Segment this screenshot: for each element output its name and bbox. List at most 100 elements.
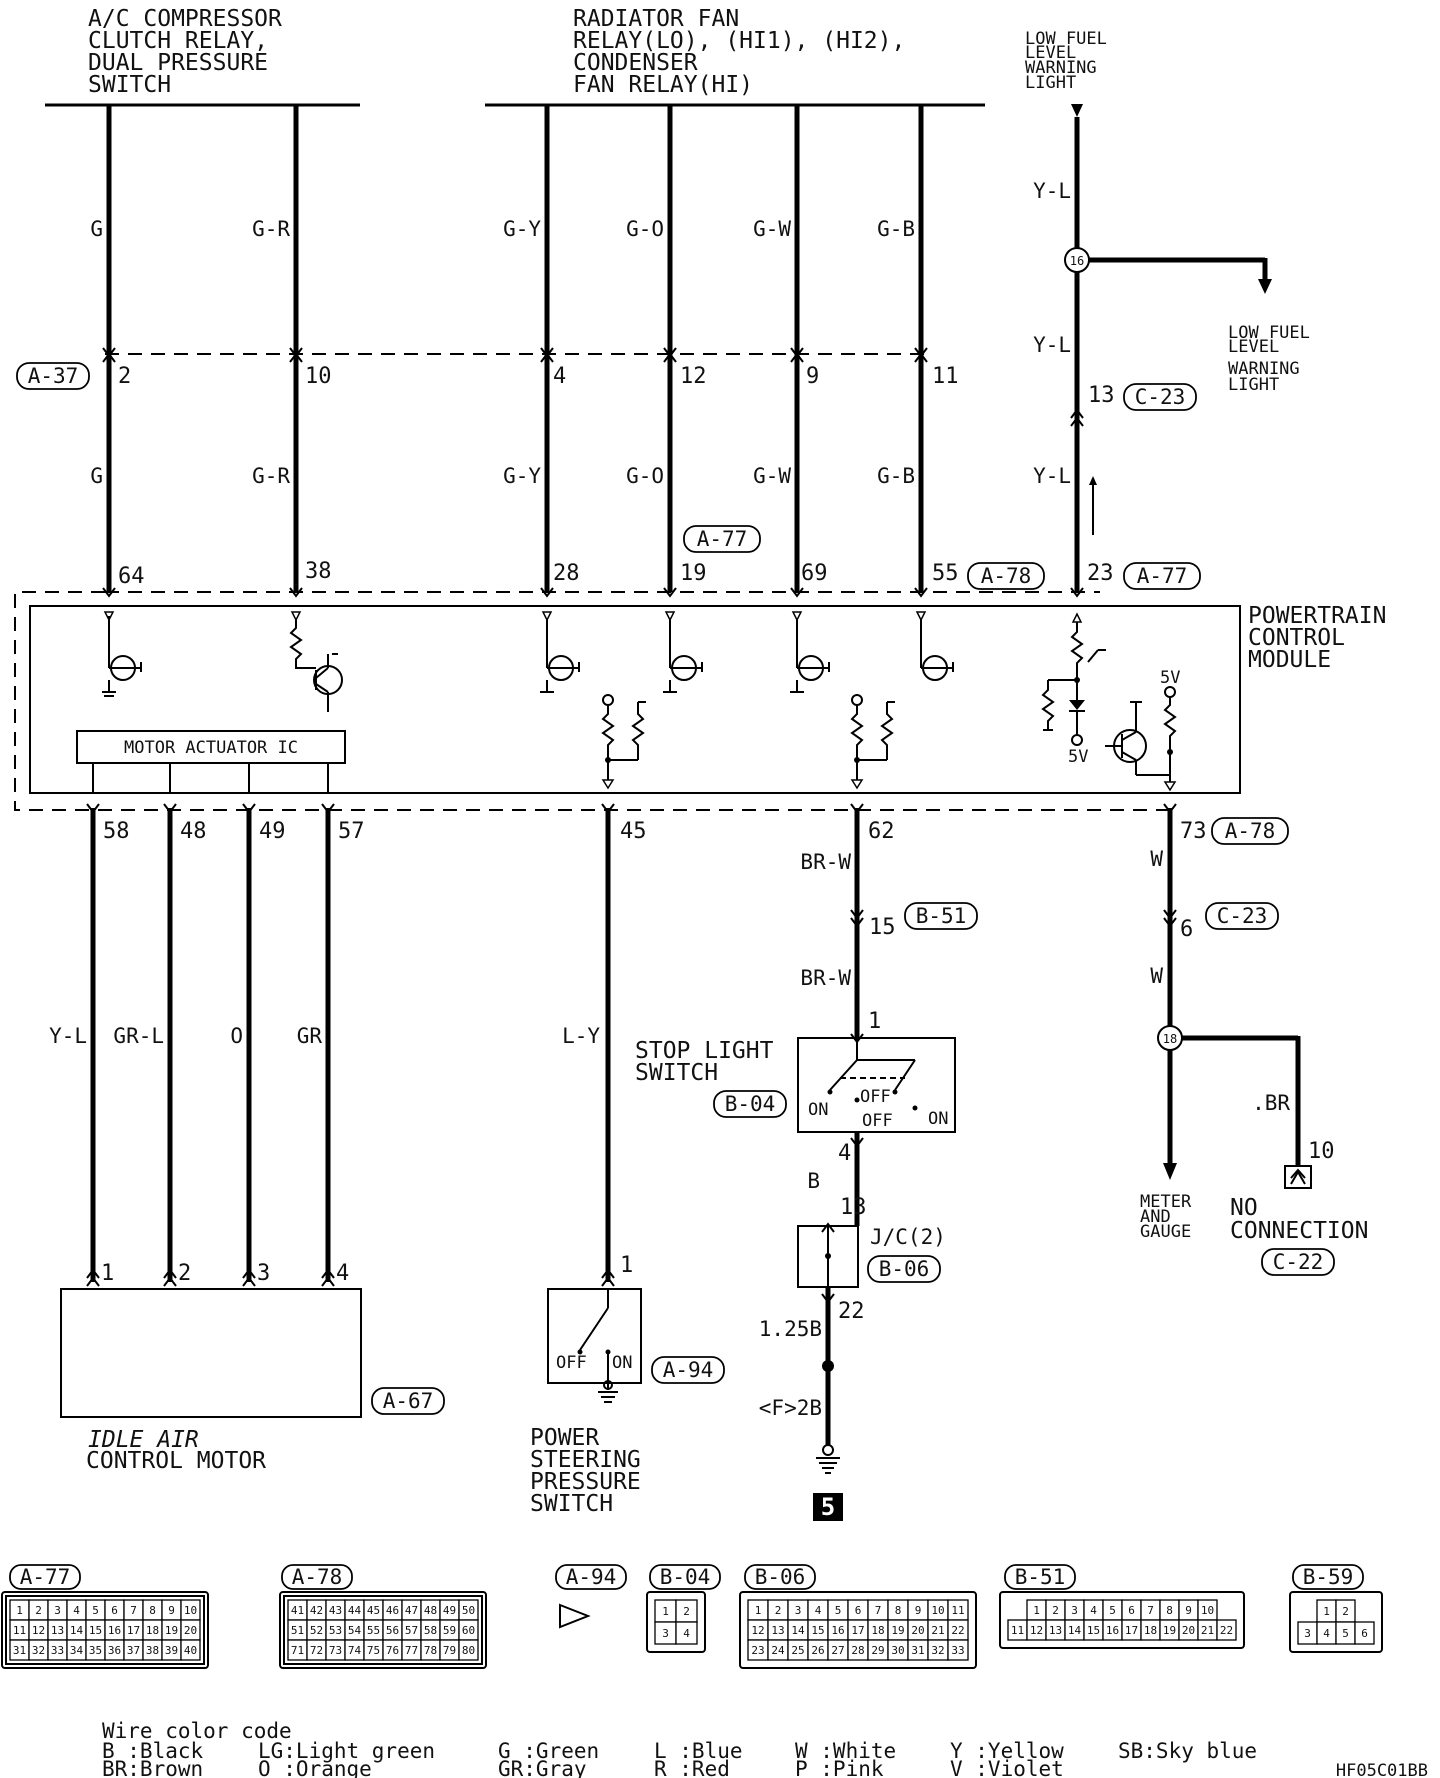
svg-text:C-23: C-23 (1217, 904, 1268, 928)
pin-cell-number: 76 (386, 1644, 399, 1657)
stop-light-switch-label: STOP LIGHT (635, 1038, 774, 1064)
svg-text:B-06: B-06 (879, 1257, 930, 1281)
wire-color-label: .BR (1252, 1091, 1290, 1115)
pin-cell (180, 1639, 201, 1661)
pin-number: 13 (1088, 383, 1115, 408)
svg-text:LG:Light green: LG:Light green (258, 1739, 435, 1763)
meter-gauge-label: METER AND GAUGE (1140, 1192, 1192, 1242)
svg-text:OFF: OFF (860, 1087, 891, 1107)
svg-text:B-51: B-51 (916, 904, 967, 928)
pin-number: 58 (103, 819, 130, 844)
pin-cell-number: 14 (70, 1624, 84, 1637)
pin-cell-number: 1 (1033, 1604, 1040, 1617)
svg-text:18: 18 (1163, 1032, 1177, 1046)
pin-cell-number: 4 (1090, 1604, 1097, 1617)
wire-color-label: Y-L (49, 1024, 87, 1048)
pin-cell-number: 57 (405, 1624, 418, 1637)
pin-cell-number: 35 (89, 1644, 102, 1657)
wire-color-label: G-B (877, 464, 915, 488)
pin-cell-number: 4 (1323, 1627, 1330, 1640)
svg-text:GAUGE: GAUGE (1140, 1222, 1191, 1242)
transistor-icon (790, 611, 830, 693)
pin-cell-number: 17 (127, 1624, 140, 1637)
pin-cell-number: 12 (751, 1624, 764, 1637)
iac-wires (60, 803, 362, 1418)
pin-number: 28 (553, 561, 580, 586)
no-connection-label: NO CONNECTION (1230, 1195, 1368, 1244)
svg-text:MODULE: MODULE (1248, 647, 1331, 673)
ac-compressor-header: A/C COMPRESSOR CLUTCH RELAY, DUAL PRESSU… (45, 6, 360, 107)
pin-cell-number: 21 (1201, 1624, 1214, 1637)
pin-cell-number: 59 (443, 1624, 456, 1637)
svg-text:SWITCH: SWITCH (530, 1491, 613, 1517)
svg-text:R :Red: R :Red (654, 1757, 730, 1778)
wire-color-label: GR (297, 1024, 323, 1048)
svg-text:AND: AND (1140, 1207, 1171, 1227)
pin-cell-number: 2 (775, 1604, 782, 1617)
svg-text:A-78: A-78 (1225, 819, 1276, 843)
pin-number: 12 (680, 364, 707, 389)
pin-number: 3 (257, 1261, 270, 1286)
pin-number: 2 (118, 364, 131, 389)
svg-text:C-22: C-22 (1273, 1250, 1324, 1274)
svg-text:Wire color code: Wire color code (102, 1719, 292, 1743)
connector-label-a77: A-77 (1123, 562, 1201, 590)
pin-number: 11 (932, 364, 959, 389)
pin-cell-number: 16 (108, 1624, 121, 1637)
svg-text:SWITCH: SWITCH (88, 72, 171, 98)
transistor-icon (915, 611, 954, 681)
svg-text:LEVEL: LEVEL (1228, 337, 1279, 357)
pin-cell-number: 20 (911, 1624, 924, 1637)
pin-cell-number: 8 (1166, 1604, 1173, 1617)
pin-cell-number: 72 (310, 1644, 323, 1657)
pin-cell-number: 5 (1109, 1604, 1116, 1617)
pin-cell-number: 26 (811, 1644, 824, 1657)
pin-cell-number: 13 (771, 1624, 784, 1637)
top-wires (102, 105, 928, 598)
wire-color-label: G-W (753, 217, 791, 241)
motor-actuator-ic (76, 730, 346, 764)
connector-shape-icon (559, 1603, 591, 1629)
pin-cell-number: 2 (35, 1604, 42, 1617)
connector-label-c23: C-23 (1205, 902, 1279, 930)
pin-cell-number: 47 (405, 1604, 418, 1617)
pin-cell-number: 11 (13, 1624, 26, 1637)
pin-cell-number: 39 (165, 1644, 178, 1657)
pin-number: 23 (1087, 561, 1114, 586)
transistor-icon (289, 611, 343, 712)
pin-cell-number: 29 (871, 1644, 884, 1657)
resistor-pair-icon (850, 694, 895, 790)
arrow-up-icon (1089, 476, 1097, 485)
pin-cell-number: 79 (443, 1644, 456, 1657)
radiator-fan-header: RADIATOR FAN RELAY(LO), (HI1), (HI2), CO… (485, 6, 985, 107)
svg-text:CLUTCH RELAY,: CLUTCH RELAY, (88, 28, 268, 54)
pin-cell-number: 20 (184, 1624, 197, 1637)
pin-cell-number: 7 (875, 1604, 882, 1617)
ps-switch-label: POWER STEERING PRESSURE SWITCH (530, 1425, 641, 1517)
wire-color-label: G-Y (503, 464, 541, 488)
svg-text:O :Orange: O :Orange (258, 1757, 372, 1778)
wire-color-label: Y-L (1033, 464, 1071, 488)
pin-cell-number: 38 (146, 1644, 159, 1657)
pin-cell-number: 18 (1144, 1624, 1157, 1637)
svg-text:DUAL PRESSURE: DUAL PRESSURE (88, 50, 268, 76)
svg-text:B :Black: B :Black (102, 1739, 204, 1763)
svg-text:OFF: OFF (862, 1111, 893, 1131)
pin-cell-number: 15 (89, 1624, 102, 1637)
stop-light-switch-box (797, 1037, 956, 1133)
svg-text:16: 16 (1070, 254, 1084, 268)
pin-cell-number: 21 (931, 1624, 944, 1637)
pin-cell-number: 1 (755, 1604, 762, 1617)
pin-cell-number: 33 (51, 1644, 64, 1657)
pin-cell-number: 19 (1163, 1624, 1176, 1637)
svg-text:RELAY(LO), (HI1), (HI2),: RELAY(LO), (HI1), (HI2), (573, 28, 905, 54)
wire-color-label: G-O (626, 464, 664, 488)
svg-text:A-37: A-37 (28, 364, 79, 388)
wire-color-label: W (1150, 964, 1163, 988)
pin-cell-number: 41 (291, 1604, 304, 1617)
pin-cell-number: 22 (951, 1624, 964, 1637)
wire-color-label: L-Y (562, 1024, 600, 1048)
